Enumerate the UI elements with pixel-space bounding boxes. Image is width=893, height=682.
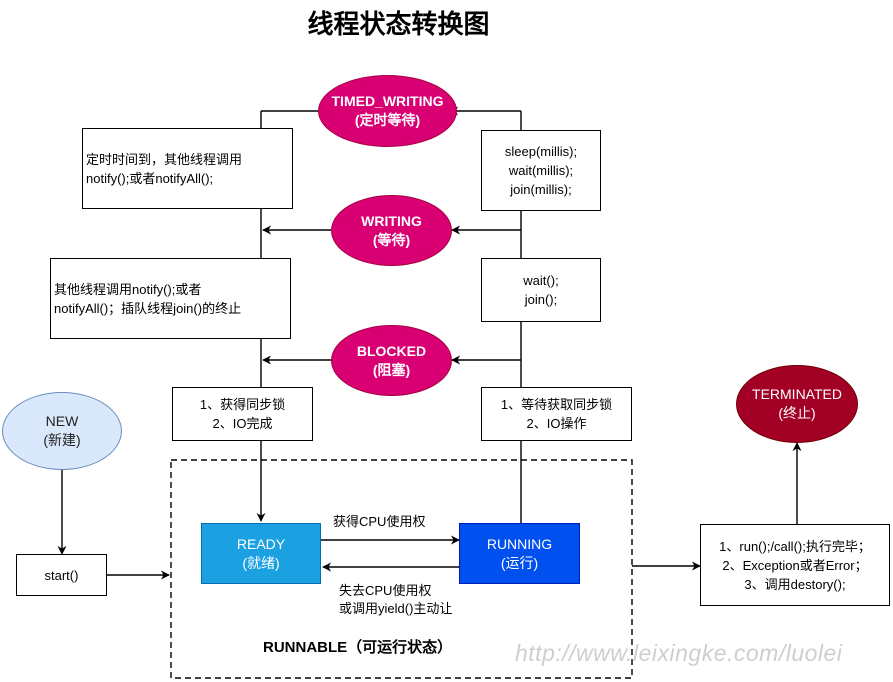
- state-blocked: BLOCKED (阻塞): [331, 325, 452, 396]
- box-finished-line1: 1、run();/call();执行完毕；: [719, 538, 871, 554]
- state-terminated-name: TERMINATED: [752, 386, 842, 402]
- box-timeout-notify: 定时时间到，其他线程调用 notify();或者notifyAll();: [82, 128, 293, 209]
- box-start-label: start(): [44, 567, 79, 583]
- box-sleep-wait-join: sleep(millis); wait(millis); join(millis…: [481, 130, 601, 211]
- state-blocked-name: BLOCKED: [356, 342, 427, 359]
- state-running-name: RUNNING: [486, 535, 553, 552]
- box-wait-line: wait();: [523, 273, 559, 288]
- state-writing-name: WRITING: [361, 212, 422, 229]
- box-start: start(): [16, 554, 107, 596]
- state-ready-sub: (就绪): [242, 554, 280, 571]
- state-ready: READY (就绪): [201, 523, 321, 584]
- box-wait-millis-line: wait(millis);: [508, 163, 574, 178]
- watermark: http://www.leixingke.com/luolei: [515, 640, 843, 666]
- label-lose-cpu-1: 失去CPU使用权: [339, 583, 432, 598]
- state-new-name: NEW: [45, 413, 79, 429]
- box-waiting-lock: 1、等待获取同步锁 2、IO操作: [481, 387, 632, 441]
- box-waiting-lock-line1: 1、等待获取同步锁: [500, 397, 613, 412]
- state-new-sub: (新建): [43, 432, 81, 448]
- label-lose-cpu-2: 或调用yield()主动让: [339, 601, 453, 616]
- state-running-sub: (运行): [500, 554, 539, 571]
- state-timed-writing-name: TIMED_WRITING: [331, 93, 444, 109]
- state-blocked-sub: (阻塞): [372, 361, 411, 378]
- box-sleep-line: sleep(millis);: [504, 144, 578, 159]
- box-notify-line1: 其他线程调用notify();或者: [54, 281, 202, 297]
- label-get-cpu: 获得CPU使用权: [333, 514, 426, 529]
- box-waiting-lock-line2: 2、IO操作: [526, 416, 587, 431]
- box-notify-join-end: 其他线程调用notify();或者 notifyAll()；插队线程join()…: [50, 258, 291, 339]
- state-ready-name: READY: [236, 535, 286, 552]
- state-timed-writing: TIMED_WRITING (定时等待): [318, 75, 457, 147]
- box-lock-acquired-line2: 2、IO完成: [212, 416, 273, 431]
- box-finished: 1、run();/call();执行完毕； 2、Exception或者Error…: [700, 524, 890, 606]
- box-timeout-notify-line2: notify();或者notifyAll();: [86, 170, 214, 186]
- state-terminated: TERMINATED (终止): [736, 365, 858, 443]
- box-finished-line2: 2、Exception或者Error；: [722, 557, 868, 573]
- state-running: RUNNING (运行): [459, 523, 580, 584]
- runnable-group-border: [170, 459, 633, 679]
- box-join-millis-line: join(millis);: [510, 182, 572, 197]
- runnable-group-label: RUNNABLE（可运行状态）: [263, 639, 453, 656]
- box-wait-join: wait(); join();: [481, 258, 601, 322]
- box-notify-line2: notifyAll()；插队线程join()的终止: [54, 300, 242, 316]
- diagram-title: 线程状态转换图: [307, 10, 490, 40]
- state-timed-writing-sub: (定时等待): [354, 112, 421, 128]
- box-join-line: join();: [524, 292, 558, 307]
- state-terminated-sub: (终止): [778, 405, 816, 421]
- box-finished-line3: 3、调用destory();: [744, 576, 846, 592]
- box-lock-acquired: 1、获得同步锁 2、IO完成: [172, 387, 313, 441]
- state-writing-sub: (等待): [372, 231, 411, 248]
- state-writing: WRITING (等待): [331, 195, 452, 266]
- box-timeout-notify-line1: 定时时间到，其他线程调用: [86, 151, 243, 167]
- box-lock-acquired-line1: 1、获得同步锁: [199, 397, 286, 412]
- state-new: NEW (新建): [2, 392, 122, 470]
